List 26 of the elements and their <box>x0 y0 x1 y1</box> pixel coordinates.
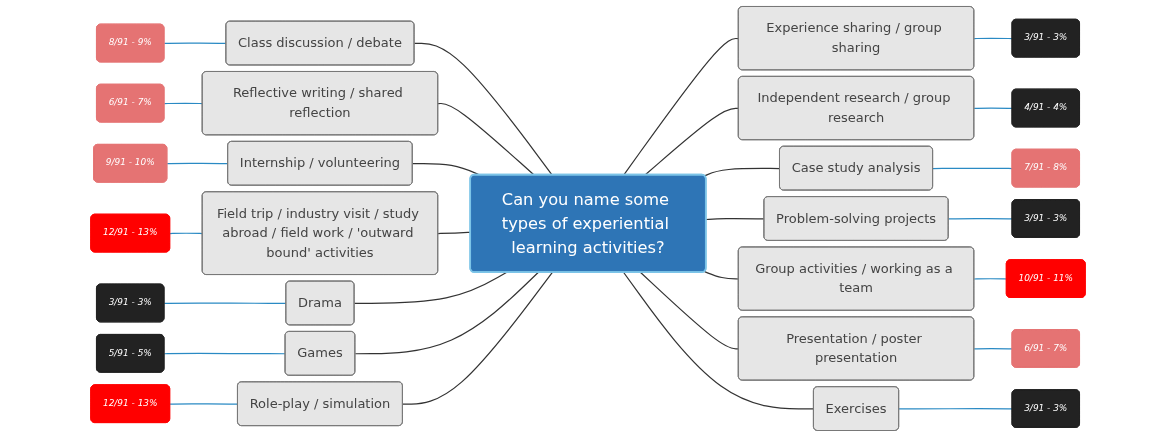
connector <box>166 162 229 165</box>
connector <box>704 271 740 280</box>
connector <box>169 232 204 235</box>
connector <box>437 102 535 176</box>
connector <box>623 271 815 410</box>
connector <box>704 167 781 177</box>
connector <box>402 271 553 405</box>
connector <box>644 107 740 176</box>
connector <box>163 102 204 105</box>
connector <box>353 271 507 304</box>
connector <box>354 271 539 355</box>
connector <box>973 278 1008 280</box>
connector <box>705 218 765 221</box>
connector <box>948 218 1013 220</box>
connector <box>932 167 1013 170</box>
connector <box>163 302 287 304</box>
connector <box>973 37 1013 40</box>
connector <box>169 403 239 405</box>
connector <box>898 408 1013 410</box>
connector <box>973 107 1013 110</box>
connector <box>640 271 740 350</box>
connector <box>973 348 1013 350</box>
connector <box>413 42 553 176</box>
connector <box>623 37 740 176</box>
connector <box>163 42 227 45</box>
connector <box>163 352 287 355</box>
